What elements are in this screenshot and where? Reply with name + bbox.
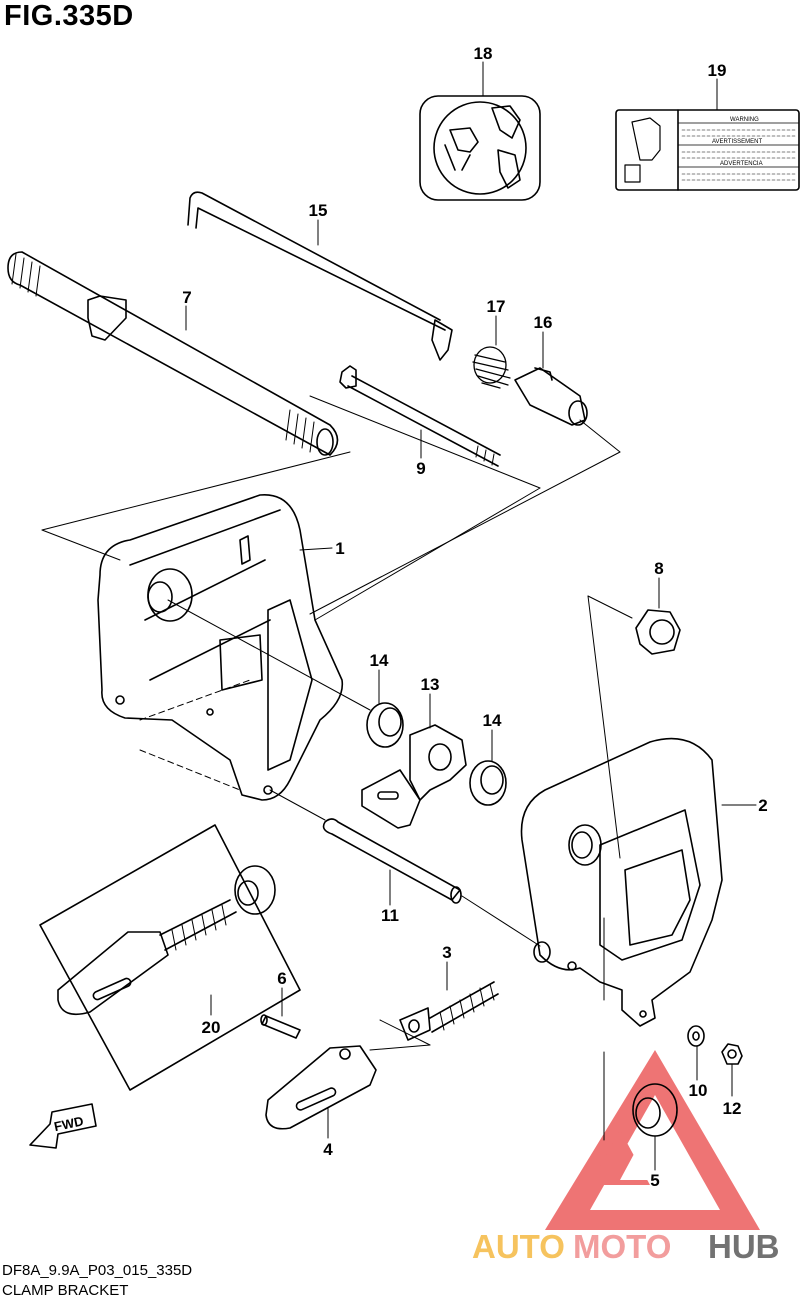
svg-text:MOTO: MOTO xyxy=(573,1228,671,1265)
callout-14-upper: 14 xyxy=(370,651,389,670)
part-6-pin xyxy=(260,1014,301,1039)
part-9-bolt xyxy=(339,365,501,467)
callout-10: 10 xyxy=(689,1081,708,1100)
part-10-washer xyxy=(687,1025,705,1047)
part-11-pin xyxy=(322,818,462,904)
part-3-screw xyxy=(399,981,499,1041)
watermark-text: AUTO MOTO HUB xyxy=(472,1228,780,1265)
callout-8: 8 xyxy=(654,559,663,578)
svg-text:WARNING: WARNING xyxy=(730,117,759,123)
callout-14-lower: 14 xyxy=(483,711,502,730)
part-13-plate xyxy=(361,724,467,829)
part-4-handle xyxy=(265,1045,377,1130)
callout-4: 4 xyxy=(323,1140,333,1159)
callout-5: 5 xyxy=(650,1171,659,1190)
callout-18: 18 xyxy=(474,44,493,63)
part-17-spring xyxy=(472,346,511,389)
callout-numbers: 1 2 3 4 5 6 7 8 9 10 11 12 13 14 14 15 1… xyxy=(182,44,767,1190)
figure-name: CLAMP BRACKET xyxy=(2,1282,129,1299)
callout-12: 12 xyxy=(723,1099,742,1118)
callout-6: 6 xyxy=(277,969,286,988)
figure-code: DF8A_9.9A_P03_015_335D xyxy=(2,1262,193,1279)
part-15-rod xyxy=(187,191,453,361)
watermark-logo xyxy=(545,1050,760,1230)
part-2-bracket xyxy=(520,737,723,1027)
callout-leaders xyxy=(185,61,757,1171)
callout-17: 17 xyxy=(487,297,506,316)
callout-2: 2 xyxy=(758,796,767,815)
callout-3: 3 xyxy=(442,943,451,962)
callout-16: 16 xyxy=(534,313,553,332)
svg-text:AVERTISSEMENT: AVERTISSEMENT xyxy=(712,139,762,145)
part-12-nut xyxy=(721,1043,743,1065)
svg-text:AUTO: AUTO xyxy=(472,1228,565,1265)
part-14-bushing-upper xyxy=(366,702,404,748)
figure-title: FIG.335D xyxy=(4,0,134,32)
callout-15: 15 xyxy=(309,201,328,220)
leader-lines xyxy=(41,395,633,1141)
part-1-bracket xyxy=(97,494,344,801)
callout-7: 7 xyxy=(182,288,191,307)
part-14-bushing-lower xyxy=(469,760,507,806)
callout-11: 11 xyxy=(381,906,399,925)
part-16-collar xyxy=(514,367,588,426)
part-18-decal xyxy=(419,95,541,201)
part-8-nut xyxy=(635,609,681,655)
callout-1: 1 xyxy=(335,539,344,558)
part-20-assembly xyxy=(39,824,301,1091)
callout-13: 13 xyxy=(421,675,440,694)
svg-text:ADVERTENCIA: ADVERTENCIA xyxy=(720,161,763,167)
svg-text:HUB: HUB xyxy=(708,1228,780,1265)
callout-9: 9 xyxy=(416,459,425,478)
part-19-warning-label xyxy=(615,109,800,191)
warning-label-text: WARNING AVERTISSEMENT ADVERTENCIA xyxy=(712,117,763,167)
callout-20: 20 xyxy=(202,1018,221,1037)
fwd-text: FWD xyxy=(53,1113,85,1134)
callout-19: 19 xyxy=(708,61,727,80)
fwd-arrow xyxy=(29,1103,97,1149)
part-7-shaft xyxy=(7,251,339,456)
